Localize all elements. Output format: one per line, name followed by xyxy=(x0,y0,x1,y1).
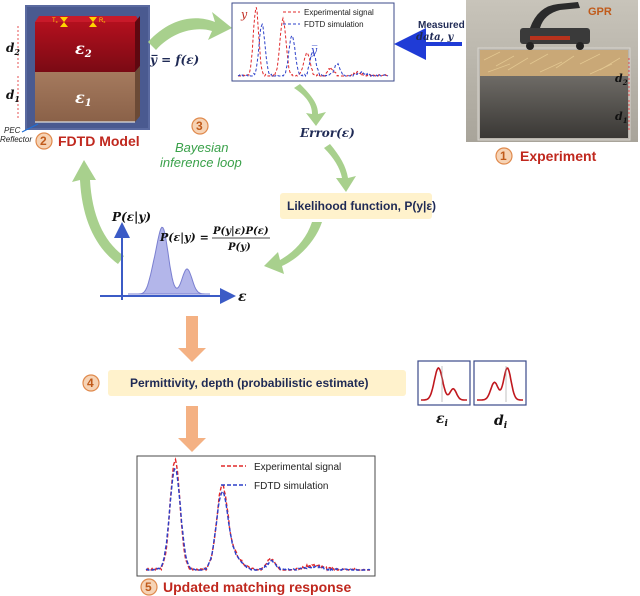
top-simulation-signal xyxy=(237,22,389,78)
gpr-label: GPR xyxy=(588,6,612,18)
orange-arrow-to-estimate xyxy=(178,316,206,362)
svg-text:inference loop: inference loop xyxy=(160,155,242,170)
estimate-depth-label: di xyxy=(494,413,508,431)
svg-text:Experiment: Experiment xyxy=(520,148,597,164)
top-plot-y-label: y xyxy=(240,8,248,21)
bottom-legend-simulation: FDTD simulation xyxy=(254,481,328,492)
layer-eps2-side xyxy=(135,16,140,72)
estimate-epsilon-plot: εi xyxy=(417,360,471,429)
eps1-label: ε1 xyxy=(75,88,92,109)
experiment-d2-label: d2 xyxy=(615,72,628,87)
updated-response-plot: Experimental signal FDTD simulation xyxy=(136,455,376,577)
straw-layer xyxy=(480,50,628,76)
top-plot-ybar-label: y̅ xyxy=(310,44,318,57)
estimate-text: Permittivity, depth (probabilistic estim… xyxy=(130,376,369,390)
likelihood-box xyxy=(280,193,432,219)
rx-antenna-icon-base xyxy=(89,22,97,27)
green-arrow-forward-to-error xyxy=(294,84,326,126)
green-arrow-error-to-likelihood xyxy=(324,144,356,192)
fdtd-d2-label: d2 xyxy=(6,41,20,57)
estimate-depth-plot: di xyxy=(473,360,527,431)
svg-text:1: 1 xyxy=(500,149,507,163)
pec-label-line2: Reflector xyxy=(0,135,32,144)
top-legend-simulation: FDTD simulation xyxy=(304,20,364,29)
green-arrow-likelihood-to-posterior xyxy=(264,222,322,274)
layer-eps1 xyxy=(35,72,135,122)
bottom-legend-experimental: Experimental signal xyxy=(254,462,341,473)
step-5-updated-title: 5 Updated matching response xyxy=(140,578,351,596)
eps2-label: ε2 xyxy=(75,39,92,60)
step-3-bayesian-title: 3 Bayesian inference loop xyxy=(160,117,242,170)
green-arrow-posterior-to-model xyxy=(72,160,124,264)
bayes-rule-numerator: P(y|ε)P(ε) xyxy=(212,226,269,237)
likelihood-text: Likelihood function, P(y|ε) xyxy=(287,199,436,213)
posterior-axis-label: P(ε|y) xyxy=(111,210,151,224)
gpr-handle xyxy=(530,2,580,28)
top-legend-experimental: Experimental signal xyxy=(304,8,374,17)
layer-eps2 xyxy=(35,22,135,72)
bayes-rule-lhs: P(ε|y) = xyxy=(159,231,209,244)
top-experimental-signal xyxy=(237,7,389,77)
svg-text:Bayesian: Bayesian xyxy=(175,140,228,155)
layer-eps1-side xyxy=(135,66,140,122)
epsilon-axis-label: ε xyxy=(238,289,247,305)
rx-label: Rx xyxy=(99,18,105,24)
step-4-estimate: 4 Permittivity, depth (probabilistic est… xyxy=(82,370,406,396)
soil-layer xyxy=(480,76,628,138)
posterior-distribution xyxy=(128,226,210,295)
tx-label: Tx xyxy=(52,18,58,24)
measured-label-line1: Measured xyxy=(418,20,465,31)
forward-model-equation: y̅ = f(ε) xyxy=(149,53,199,67)
fdtd-d1-label: d1 xyxy=(6,88,20,104)
bottom-simulation-signal xyxy=(145,467,371,572)
error-equation: Error(ε) xyxy=(299,126,355,140)
orange-arrow-to-updated xyxy=(178,406,206,452)
svg-text:2: 2 xyxy=(40,134,47,148)
rx-antenna-icon xyxy=(89,17,97,22)
posterior-plot: P(ε|y) ε P(ε|y) = P(y|ε)P(ε) P(y) xyxy=(100,210,270,305)
tx-antenna-icon xyxy=(60,17,68,22)
svg-text:3: 3 xyxy=(196,119,203,133)
estimate-box xyxy=(108,370,406,396)
svg-text:5: 5 xyxy=(145,580,152,594)
step-1-experiment-title: 1 Experiment xyxy=(495,147,597,165)
bayes-rule-denominator: P(y) xyxy=(227,242,251,253)
green-arrow-model-to-forward xyxy=(148,12,232,50)
svg-text:FDTD Model: FDTD Model xyxy=(58,133,140,149)
tx-antenna-icon-base xyxy=(60,22,68,27)
pec-label-line1: PEC xyxy=(4,126,21,135)
svg-text:Updated matching response: Updated matching response xyxy=(163,579,351,595)
fdtd-model-figure: Tx Rx ε2 ε1 xyxy=(25,5,150,130)
top-signal-plot: y y̅ Experimental signal FDTD simulation xyxy=(231,2,395,82)
estimate-epsilon-label: εi xyxy=(436,411,449,429)
fdtd-depth-markers: d2 d1 xyxy=(6,26,20,120)
measured-label-line2: data, y xyxy=(416,32,455,43)
pec-pointer-arrow xyxy=(21,123,39,133)
svg-text:4: 4 xyxy=(87,376,94,390)
step-2-fdtd-model-title: 2 FDTD Model xyxy=(35,132,140,150)
layer-eps2-top-face xyxy=(35,16,140,22)
experiment-d1-label: d1 xyxy=(615,110,628,125)
experiment-photo: GPR d2 d1 xyxy=(466,0,638,142)
